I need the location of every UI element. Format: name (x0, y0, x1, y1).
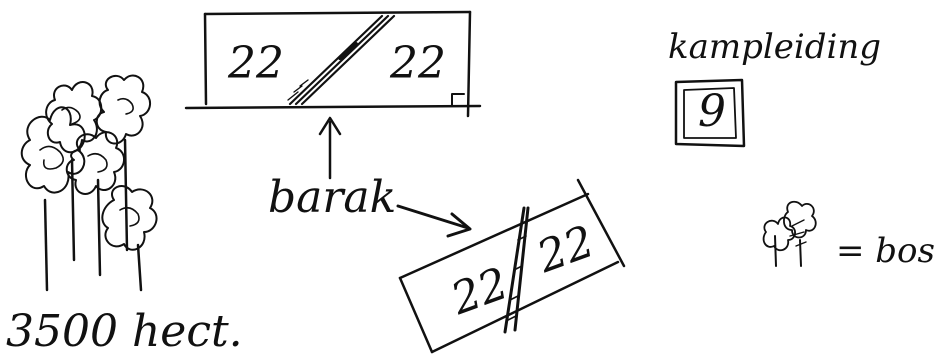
bos-legend-label: = bos (836, 231, 935, 271)
arrow-up (318, 116, 342, 180)
top-building-left-label: 22 (228, 38, 284, 89)
forest-trees (20, 74, 158, 292)
top-building (184, 10, 482, 118)
kampleiding-box (674, 78, 746, 148)
kampleiding-label: kampleiding (668, 27, 882, 67)
arrow-right (396, 204, 472, 238)
top-building-right-label: 22 (390, 38, 446, 89)
kampleiding-number: 9 (698, 86, 726, 137)
area-label: 3500 hect. (6, 306, 243, 357)
bos-legend-tree (762, 200, 817, 267)
barak-label: barak (268, 172, 397, 223)
lower-building (398, 178, 626, 354)
